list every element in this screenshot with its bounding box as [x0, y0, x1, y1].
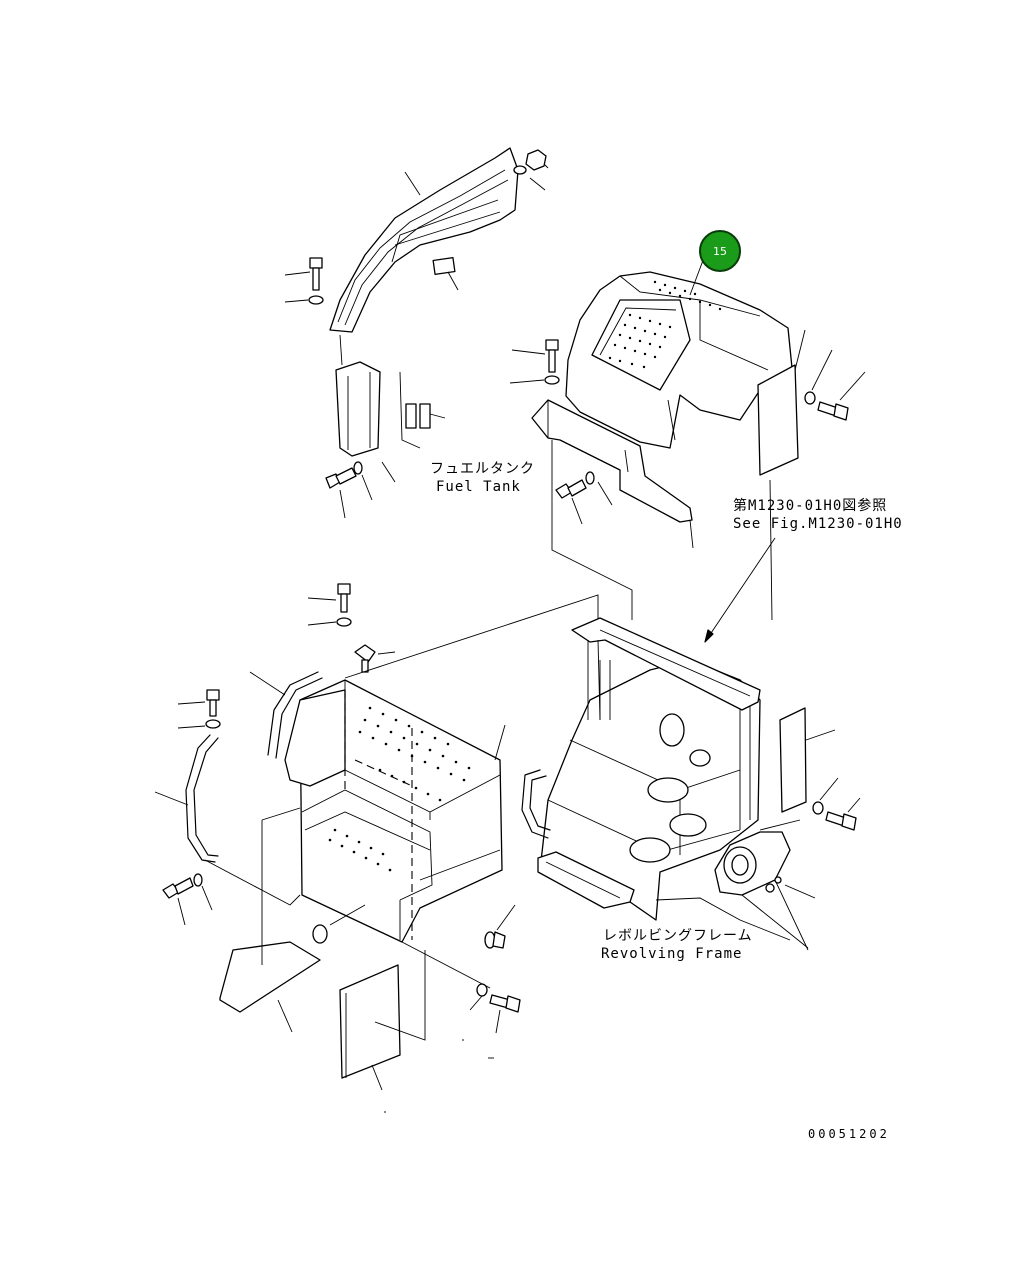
handle-rail: [154, 689, 221, 863]
fuel-tank-label-jp: フュエルタンク: [430, 461, 535, 477]
box-knob: [354, 644, 396, 673]
bracket-bolt: [555, 471, 613, 525]
rubber-strip: [249, 671, 323, 759]
box-bolt-top: [307, 583, 352, 627]
revolving-frame-label-jp: レボルビングフレーム: [603, 928, 753, 944]
storage-box: [284, 679, 506, 943]
tray-support-bracket: [531, 399, 694, 549]
see-fig-label-en: See Fig.M1230-01H0: [733, 516, 903, 532]
callout-badge[interactable]: 15: [699, 230, 741, 272]
callout-number: 15: [713, 244, 727, 258]
frame-side-plate: [779, 707, 836, 813]
pad-triangle: [219, 820, 321, 1033]
tray-left-bolt: [509, 339, 560, 385]
tray-side-plate: [757, 329, 806, 476]
rail-bolt: [162, 873, 213, 926]
tray-right-bolt: [804, 349, 866, 421]
revolving-frame-label-en: Revolving Frame: [601, 946, 743, 962]
see-fig-label-jp: 第M1230-01H0図参照: [733, 498, 888, 514]
fuel-tank-bracket: [335, 334, 446, 457]
fuel-tank-bolt: [325, 461, 396, 519]
tray-cover: [565, 271, 793, 449]
frame-handle: [521, 769, 551, 839]
top-nut: [513, 149, 547, 175]
box-lower-bolt: [469, 983, 521, 1034]
frame-right-bolt: [812, 777, 861, 831]
drawing-number: 00051202: [808, 1127, 890, 1141]
pad-rect: [339, 950, 426, 1091]
box-cap: [312, 904, 366, 944]
frame-crossbeam: [571, 617, 761, 721]
box-side-knob: [484, 904, 516, 949]
top-left-cover: [329, 147, 519, 333]
frame-step: [537, 851, 635, 909]
frame-pivot: [655, 819, 816, 951]
top-left-bolt: [284, 257, 324, 305]
fuel-tank-label-en: Fuel Tank: [436, 479, 521, 495]
